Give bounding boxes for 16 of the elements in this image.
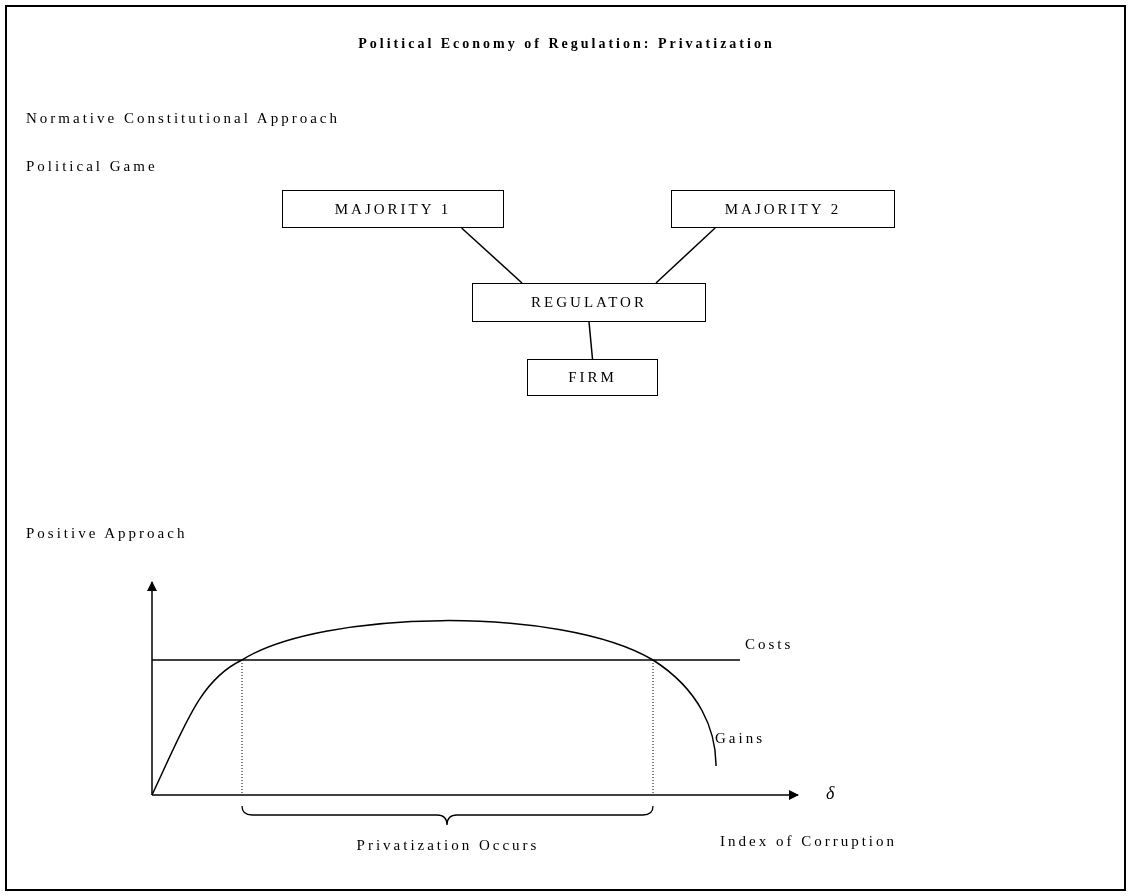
section-heading: Positive Approach <box>26 525 188 542</box>
actor-box: REGULATOR <box>472 283 706 322</box>
actor-box: FIRM <box>527 359 658 396</box>
connector-line <box>588 321 594 360</box>
axis-title: Index of Corruption <box>720 833 897 850</box>
axis-symbol: δ <box>826 783 838 804</box>
section-heading: Normative Constitutional Approach <box>26 110 340 127</box>
curve-label: Costs <box>745 636 794 653</box>
region-label: Privatization Occurs <box>355 836 541 855</box>
section-heading: Political Game <box>26 158 158 175</box>
diagram-title: Political Economy of Regulation: Privatization <box>357 36 776 52</box>
actor-box: MAJORITY 1 <box>282 190 504 228</box>
connector-line <box>460 227 523 284</box>
curve-label: Gains <box>715 730 765 747</box>
actor-box: MAJORITY 2 <box>671 190 895 228</box>
connector-line <box>655 227 716 284</box>
